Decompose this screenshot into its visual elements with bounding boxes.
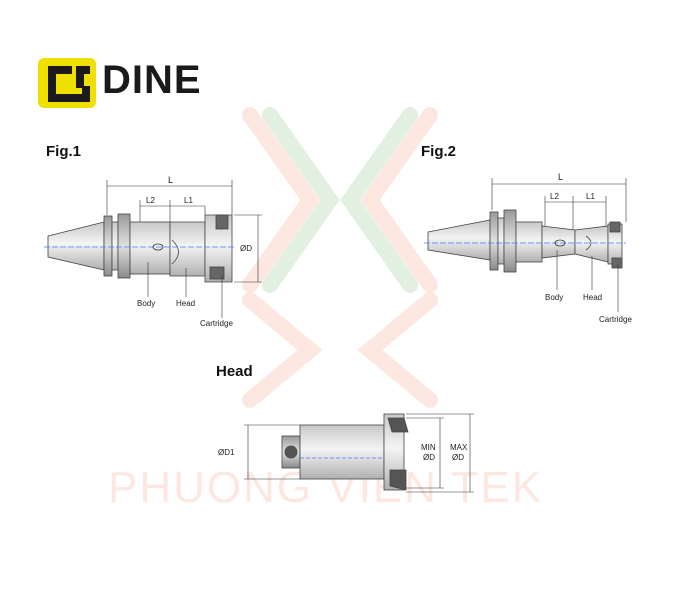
fig1-dim-l1: L1 <box>184 196 193 205</box>
fig2-title: Fig.2 <box>421 143 457 160</box>
fig1-dim-d: ØD <box>240 244 252 253</box>
fig2-label-body: Body <box>545 293 563 302</box>
brand-name: DINE <box>102 58 202 102</box>
head-dim-max-line2: ØD <box>452 453 464 462</box>
fig2-dim-l2: L2 <box>550 192 559 201</box>
fig2-dim-l1: L1 <box>586 192 595 201</box>
fig1-label-body: Body <box>137 299 155 308</box>
head-dim-min-line2: ØD <box>423 453 435 462</box>
fig2-dim-l: L <box>558 172 563 182</box>
fig1-dim-l: L <box>168 175 173 185</box>
head-dim-max-line1: MAX <box>450 443 468 452</box>
fig1-label-head: Head <box>176 299 195 308</box>
head-title: Head <box>216 363 253 380</box>
fig1-dim-l2: L2 <box>146 196 155 205</box>
fig2-drawing <box>424 209 626 273</box>
fig2-label-head: Head <box>583 293 602 302</box>
fig1-drawing <box>44 213 236 283</box>
head-dim-min-line1: MIN <box>421 443 436 452</box>
fig2-label-cartridge: Cartridge <box>599 315 632 324</box>
fig1-title: Fig.1 <box>46 143 82 160</box>
head-dim-d1: ØD1 <box>218 448 235 457</box>
head-drawing <box>281 413 409 491</box>
fig1-label-cartridge: Cartridge <box>200 319 233 328</box>
